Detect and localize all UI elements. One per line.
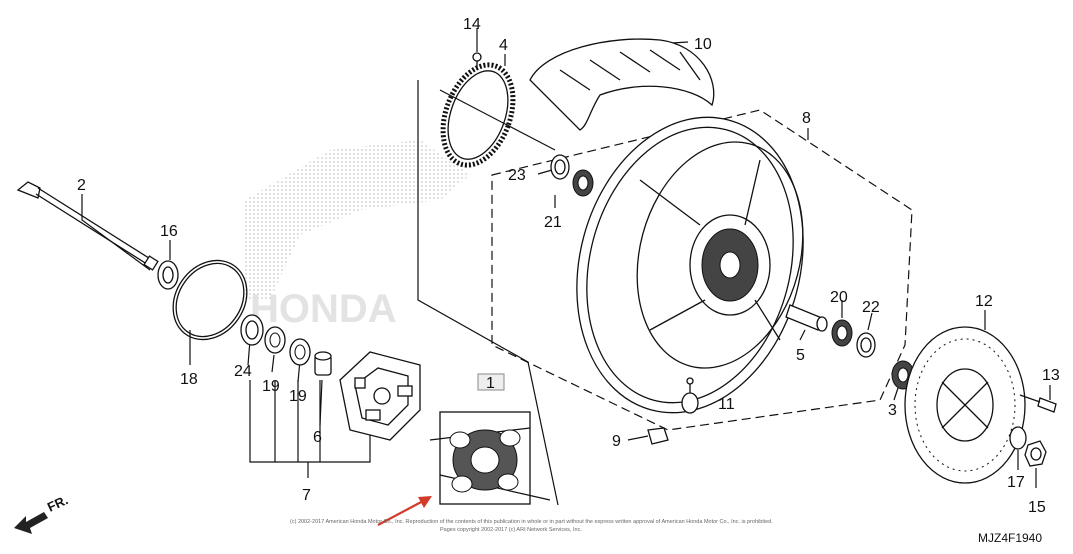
callout-19b: 19 <box>289 388 307 405</box>
callout-7: 7 <box>302 487 311 504</box>
oil-seal-23 <box>550 154 570 180</box>
oil-seal-22 <box>856 332 876 358</box>
copyright-line-2: Pages copyright 2002-2017 (c) ARI Networ… <box>440 527 582 533</box>
bearing-20 <box>831 319 853 347</box>
callout-19a: 19 <box>262 378 280 395</box>
callout-24: 24 <box>234 363 252 380</box>
callout-22: 22 <box>862 299 880 316</box>
svg-text:HONDA: HONDA <box>250 287 397 331</box>
callout-14: 14 <box>463 16 481 33</box>
callout-23: 23 <box>508 167 526 184</box>
callout-3: 3 <box>888 402 897 419</box>
callout-11: 11 <box>718 396 735 413</box>
brake-disc-12 <box>904 326 1026 484</box>
callout-21: 21 <box>544 214 562 231</box>
snap-ring-18 <box>172 259 248 341</box>
callout-8: 8 <box>802 110 811 127</box>
collar-5 <box>785 304 828 332</box>
damper-box: 1 <box>439 373 531 505</box>
final-driven-flange-7 <box>339 351 421 441</box>
bearing-21 <box>572 169 594 197</box>
collar-6 <box>314 351 332 376</box>
copyright-line-1: (c) 2002-2017 American Honda Motor Co., … <box>290 519 773 525</box>
leader-lines <box>81 28 1051 506</box>
wheel-8 <box>576 116 804 414</box>
callout-13: 13 <box>1042 367 1060 384</box>
axle <box>16 181 159 271</box>
callout-6: 6 <box>313 429 322 446</box>
highlight-box-label: 1 <box>486 375 495 392</box>
direction-label: FR. <box>45 492 70 514</box>
callout-15: 15 <box>1028 499 1046 516</box>
callout-5: 5 <box>796 347 805 364</box>
pulser-ring-4 <box>440 62 516 168</box>
honda-watermark: HONDA <box>245 140 470 331</box>
callout-16: 16 <box>160 223 178 240</box>
front-direction-arrow: FR. <box>14 492 70 534</box>
washer-17 <box>1009 426 1027 450</box>
callout-numbers: 1 2 3 4 5 6 7 8 9 10 11 12 13 14 15 16 1… <box>77 16 1060 516</box>
oil-seal-24 <box>240 314 264 346</box>
callout-17: 17 <box>1007 474 1025 491</box>
bearing-19a <box>264 326 286 354</box>
nut-15 <box>1024 440 1047 467</box>
bolt-14 <box>472 52 482 70</box>
balance-weight-9 <box>647 427 669 445</box>
bearing-19b <box>289 338 311 366</box>
highlight-arrow <box>377 496 432 526</box>
rubber-dampers <box>449 429 521 493</box>
valve-11 <box>681 377 699 414</box>
callout-9: 9 <box>612 433 621 450</box>
callout-12: 12 <box>975 293 993 310</box>
callout-10: 10 <box>694 36 712 53</box>
callout-4: 4 <box>499 37 508 54</box>
diagram-code: MJZ4F1940 <box>978 531 1042 545</box>
callout-2: 2 <box>77 177 86 194</box>
callout-20: 20 <box>830 289 848 306</box>
tire-10 <box>529 38 715 131</box>
bolt-13 <box>1019 394 1057 413</box>
callout-18: 18 <box>180 371 198 388</box>
collar-16 <box>157 260 179 290</box>
